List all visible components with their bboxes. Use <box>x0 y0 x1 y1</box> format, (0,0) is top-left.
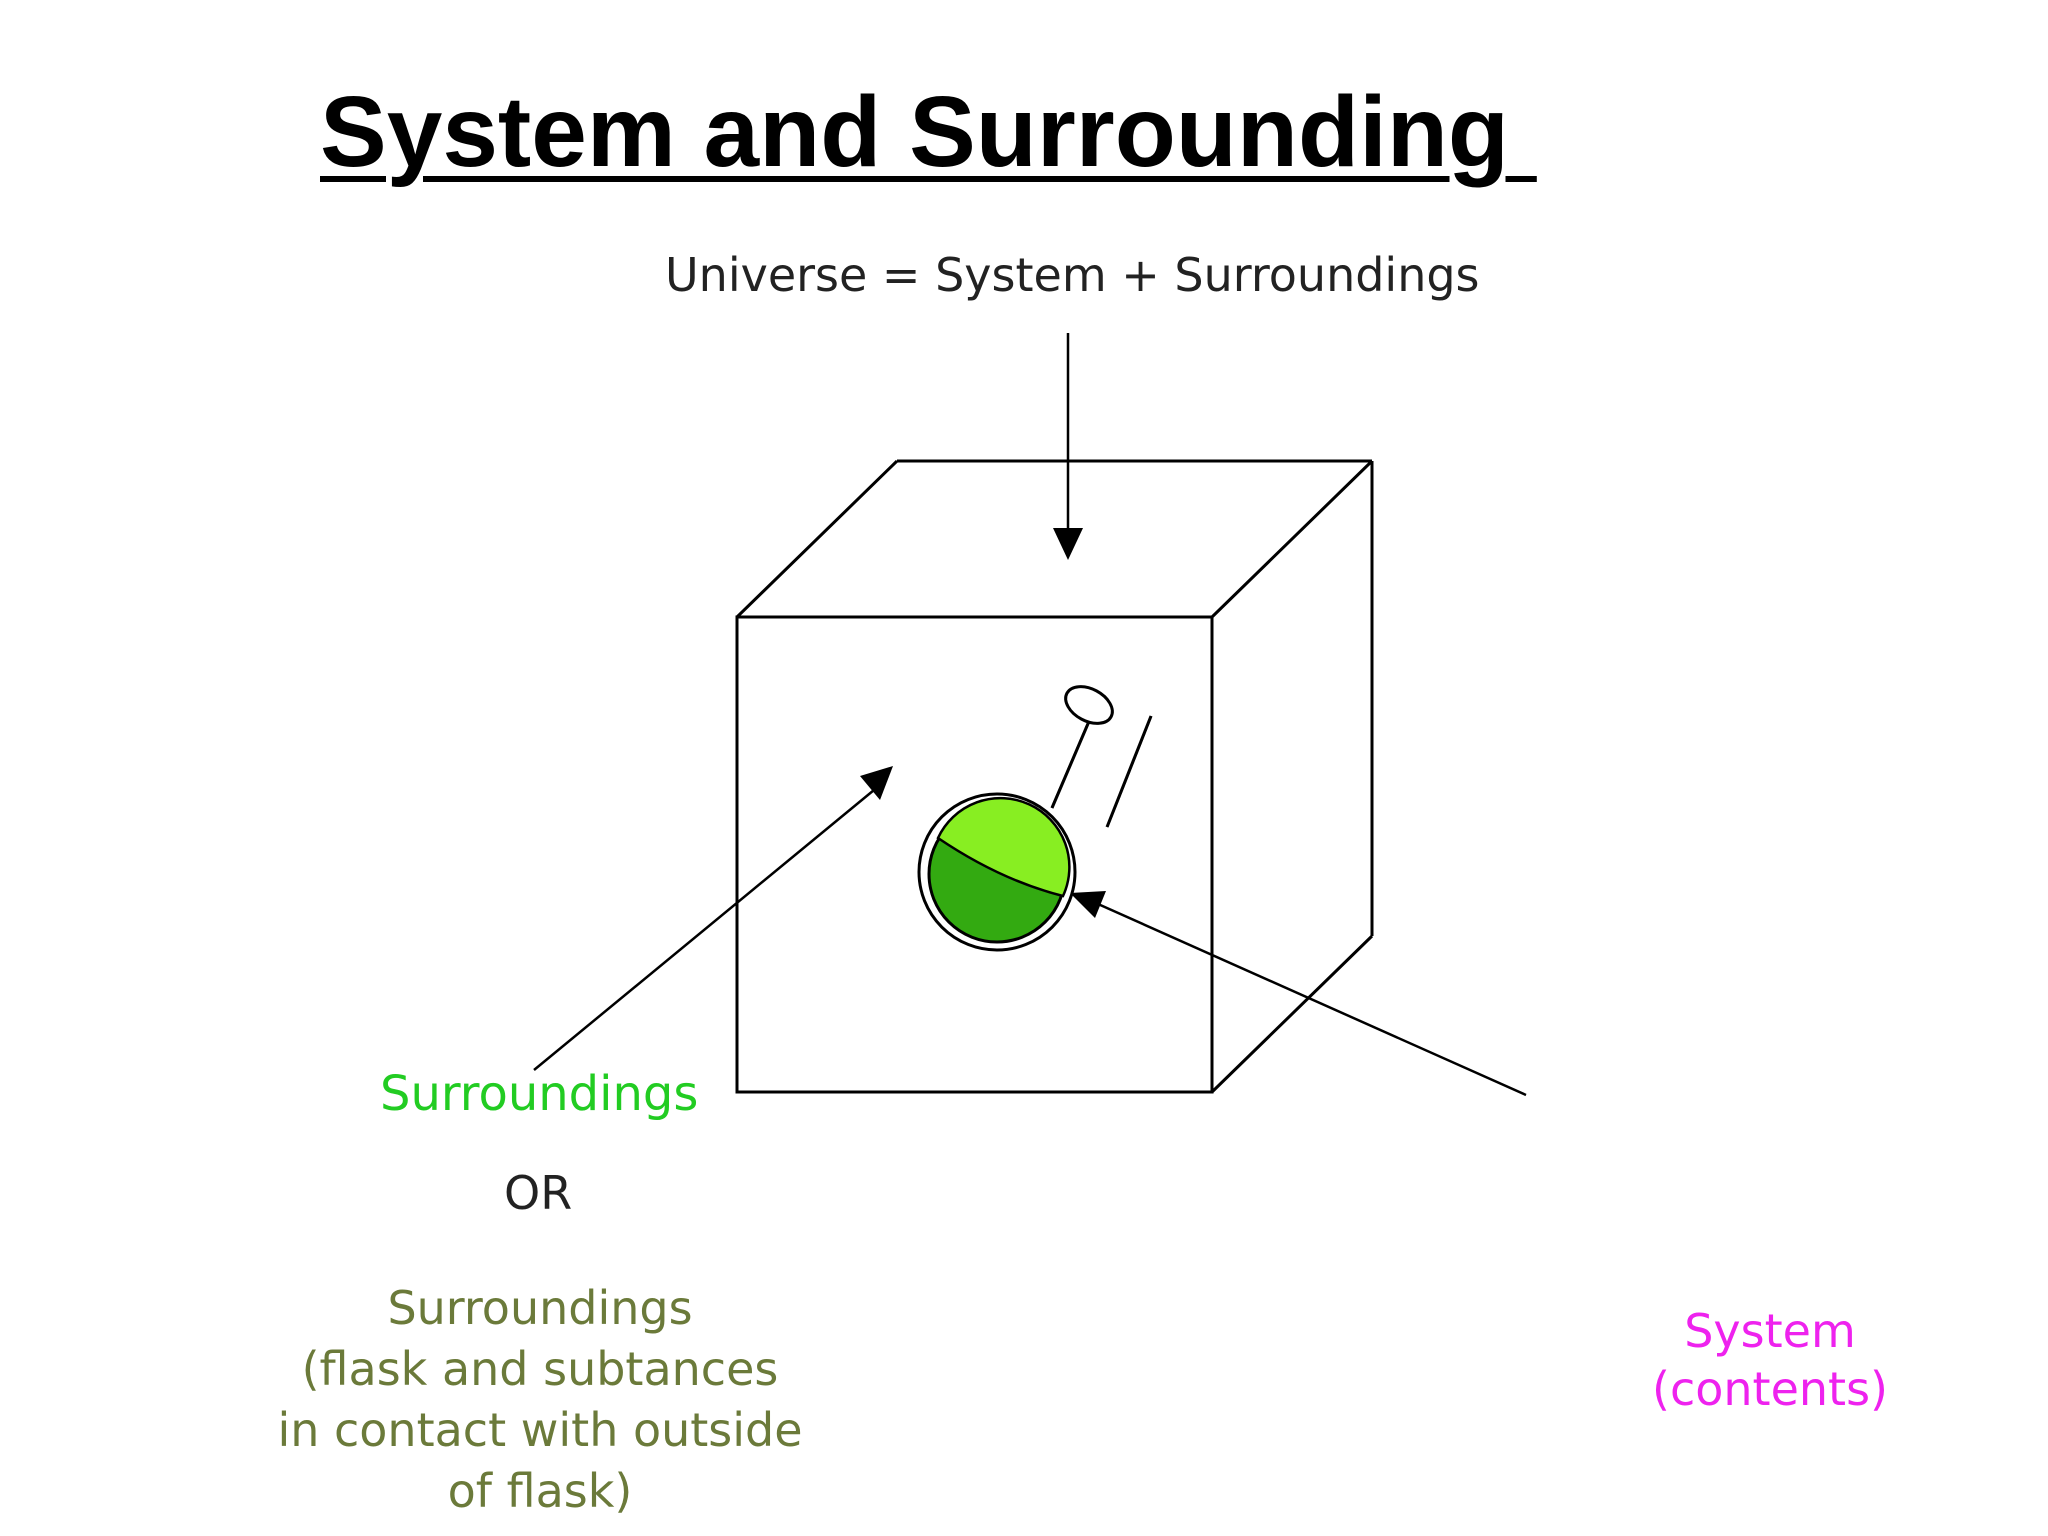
alt-surroundings-label: Surroundings (flask and subtances in con… <box>240 1278 840 1522</box>
alt-surroundings-line: Surroundings <box>387 1281 693 1335</box>
flask-contents <box>927 796 1071 944</box>
alt-surroundings-line: in contact with outside <box>277 1403 803 1457</box>
system-arrow <box>1070 891 1527 1097</box>
universe-arrow <box>1053 333 1083 560</box>
universe-cube <box>735 459 1374 1094</box>
flask-icon <box>917 685 1153 952</box>
alt-surroundings-line: of flask) <box>447 1464 633 1518</box>
page-title: System and Surrounding <box>320 76 1537 188</box>
or-label: OR <box>504 1166 573 1220</box>
universe-equation: Universe = System + Surroundings <box>665 248 1480 302</box>
surroundings-label: Surroundings <box>380 1066 699 1122</box>
alt-surroundings-line: (flask and subtances <box>301 1342 779 1396</box>
system-label-line: (contents) <box>1652 1362 1888 1416</box>
system-label-line: System <box>1684 1304 1856 1358</box>
system-label: System (contents) <box>1620 1302 1920 1418</box>
surroundings-arrow <box>533 766 893 1071</box>
